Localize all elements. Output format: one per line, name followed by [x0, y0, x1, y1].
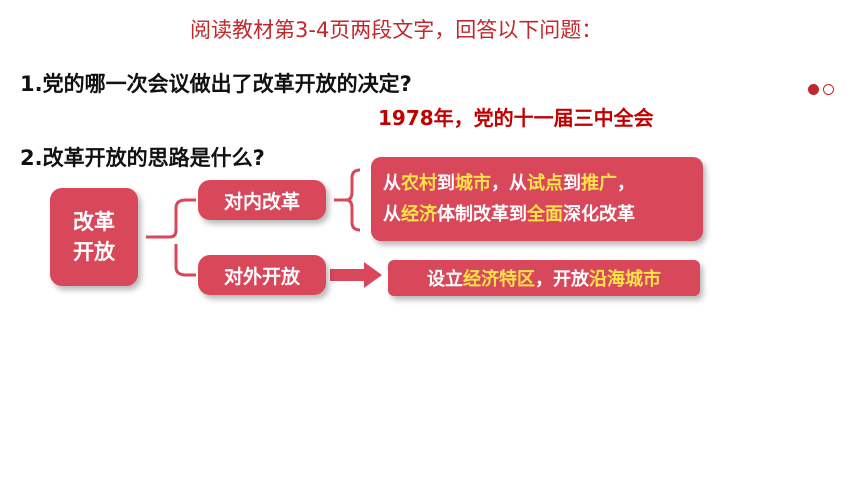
nav-dot-active[interactable]	[808, 84, 819, 95]
plain-text: 到	[437, 173, 455, 194]
question-2: 2.改革开放的思路是什么?	[20, 146, 265, 170]
bracket-connector	[334, 168, 361, 232]
answer-1: 1978年，党的十一届三中全会	[378, 106, 654, 130]
highlight-text: 推广	[581, 173, 617, 194]
instruction-text: 阅读教材第3-4页两段文字，回答以下问题：	[190, 18, 603, 42]
highlight-text: 试点	[527, 173, 563, 194]
highlight-text: 经济	[401, 204, 437, 225]
opening-up-node: 对外开放	[198, 255, 326, 295]
plain-text: ，开放	[535, 269, 589, 290]
highlight-text: 经济特区	[463, 269, 535, 290]
plain-text: 深化改革	[563, 204, 635, 225]
plain-text: ，	[617, 173, 635, 194]
opening-detail-box: 设立经济特区，开放沿海城市	[388, 260, 700, 296]
plain-text: 设立	[427, 269, 463, 290]
plain-text: 从	[383, 204, 401, 225]
reform-detail-line-1: 从农村到城市，从试点到推广，	[383, 168, 635, 199]
reform-detail-line-2: 从经济体制改革到全面深化改革	[383, 199, 635, 230]
inner-reform-node: 对内改革	[198, 180, 326, 220]
highlight-text: 农村	[401, 173, 437, 194]
plain-text: ，从	[491, 173, 527, 194]
center-line-2: 开放	[73, 240, 115, 264]
reform-detail-box: 从农村到城市，从试点到推广， 从经济体制改革到全面深化改革	[371, 157, 703, 241]
arrow-right-icon	[330, 262, 382, 288]
highlight-text: 城市	[455, 173, 491, 194]
nav-dot[interactable]	[823, 84, 834, 95]
plain-text: 到	[563, 173, 581, 194]
question-1: 1.党的哪一次会议做出了改革开放的决定?	[20, 72, 412, 96]
highlight-text: 全面	[527, 204, 563, 225]
plain-text: 体制改革到	[437, 204, 527, 225]
center-line-1: 改革	[73, 210, 115, 234]
opening-detail-line: 设立经济特区，开放沿海城市	[427, 265, 661, 291]
reform-opening-node: 改革 开放	[50, 188, 138, 286]
brace-connector	[146, 198, 196, 277]
highlight-text: 沿海城市	[589, 269, 661, 290]
slide-nav-dots[interactable]	[808, 84, 834, 95]
plain-text: 从	[383, 173, 401, 194]
